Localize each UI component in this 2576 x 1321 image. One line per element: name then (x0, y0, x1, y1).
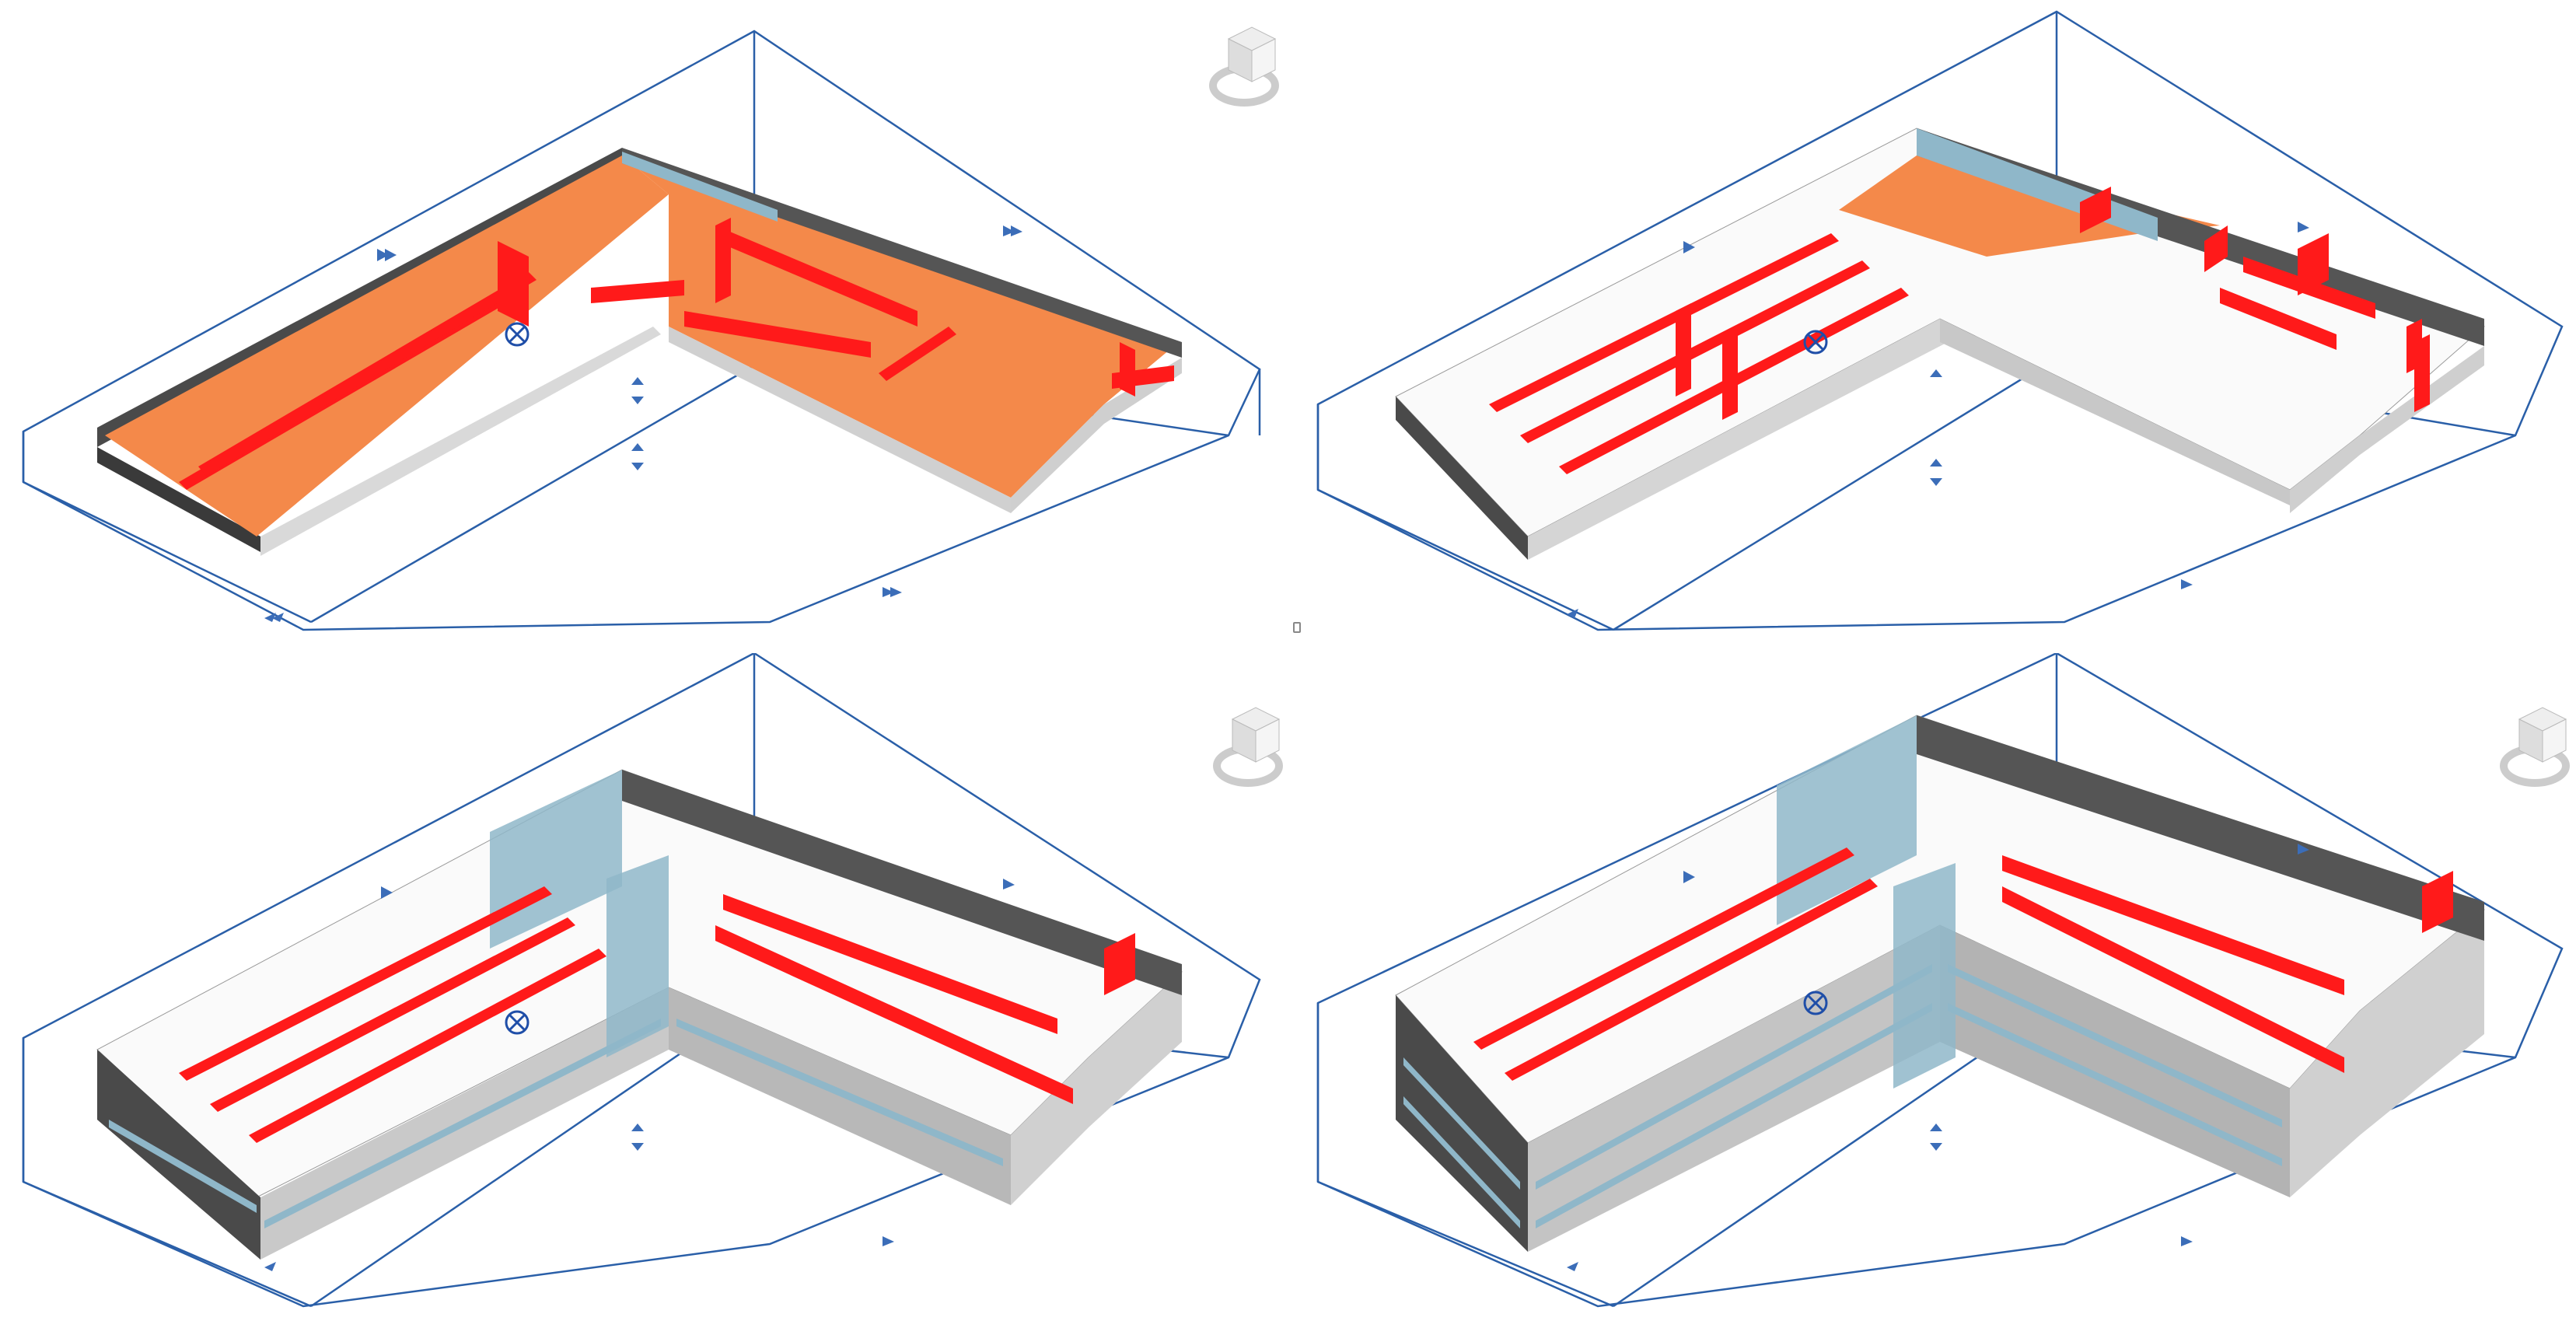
section-box-grips[interactable] (264, 879, 1015, 1271)
section-box-grip-icon (1930, 478, 1942, 486)
section-box-grip-icon (1930, 459, 1942, 467)
viewcube-icon[interactable] (1213, 707, 1283, 787)
section-box-grips[interactable] (1567, 844, 2309, 1271)
section-box-grip-icon (631, 463, 644, 470)
viewport-3d-drawing (1316, 10, 2564, 631)
building-model (97, 148, 1182, 556)
viewport-3d-top-right[interactable] (1302, 0, 2576, 638)
section-box-grip-icon (631, 1124, 644, 1131)
crosshair-target-icon (1803, 991, 1828, 1015)
section-box-grip-icon (264, 613, 276, 622)
section-box-grip-icon (2298, 222, 2309, 232)
section-box-grip-icon (377, 249, 389, 261)
section-box-grip-icon (1930, 1124, 1942, 1131)
section-box-grip-icon (2298, 844, 2309, 854)
section-box-grip-icon (883, 587, 894, 597)
viewcube-icon[interactable] (1209, 26, 1279, 107)
section-box-grip-icon (1567, 1262, 1578, 1271)
section-box-grip-icon (2181, 579, 2193, 589)
section-box-grip-icon (272, 613, 284, 622)
section-box-grip-icon (631, 377, 644, 385)
section-box-grip-icon (1567, 609, 1578, 618)
section-box-grip-icon (890, 587, 902, 597)
viewcube-icon[interactable] (2500, 707, 2570, 787)
section-box-grip-icon (1930, 1143, 1942, 1151)
section-box-grip-icon (1930, 369, 1942, 377)
section-box-grip-icon (2181, 1236, 2193, 1246)
section-box-grip-icon (381, 886, 393, 899)
section-box-grips[interactable] (1567, 222, 2309, 618)
section-box-grip-icon (1011, 225, 1022, 236)
viewport-3d-bottom-left[interactable] (0, 653, 1283, 1321)
viewport-3d-top-left[interactable] (0, 0, 1283, 638)
section-box-grip-icon (264, 1262, 276, 1271)
crosshair-target-icon (505, 322, 530, 347)
viewport-3d-drawing (1316, 653, 2570, 1308)
viewport-3d-drawing (22, 26, 1279, 631)
viewport-divider-icon (1293, 622, 1301, 633)
section-box-grip-icon (1683, 241, 1695, 253)
building-model (1395, 715, 2486, 1252)
section-box-grip-icon (1683, 871, 1695, 883)
crosshair-target-icon (505, 1010, 530, 1035)
viewport-3d-bottom-right[interactable] (1302, 653, 2576, 1321)
section-box-grips[interactable] (264, 225, 1022, 622)
crosshair-target-icon (1803, 330, 1828, 355)
viewport-3d-drawing (22, 653, 1283, 1308)
section-box-grip-icon (631, 397, 644, 404)
section-box-grip-icon (631, 1143, 644, 1151)
section-box-grip-icon (1003, 225, 1015, 236)
section-box-grip-icon (385, 249, 397, 261)
section-box-grip-icon (631, 443, 644, 451)
section-box-grip-icon (1003, 879, 1015, 889)
building-model (96, 769, 1183, 1260)
building-model (1395, 128, 2485, 560)
section-box-grip-icon (883, 1236, 894, 1246)
